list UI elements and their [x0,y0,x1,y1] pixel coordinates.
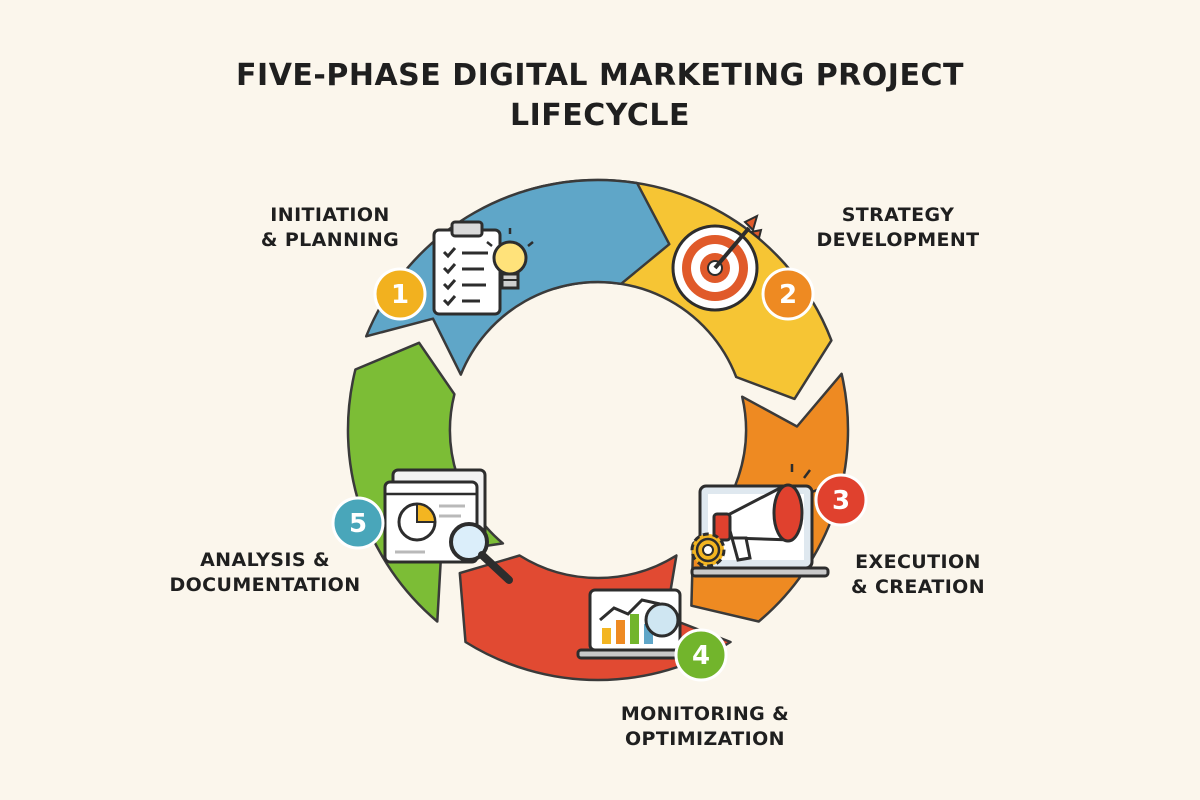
megaphone-laptop-icon [690,464,830,578]
phase-badge-3: 3 [814,473,868,527]
phase-badge-5: 5 [331,496,385,550]
phase-badge-1: 1 [373,267,427,321]
report-magnifier-icon [383,468,513,584]
chart-laptop-icon [576,588,694,660]
diagram-title: FIVE-PHASE DIGITAL MARKETING PROJECT LIF… [0,56,1200,136]
phase-badge-2: 2 [761,267,815,321]
phase-label-2-line-2: DEVELOPMENT [816,229,980,251]
phase-label-monitoring-optimization: MONITORING & OPTIMIZATION [605,702,805,752]
phase-number-4: 4 [692,641,710,671]
phase-label-4-line-1: MONITORING & [620,703,790,725]
phase-label-3-line-1: EXECUTION [855,551,981,573]
title-line-2: LIFECYCLE [509,98,691,133]
gear-icon [690,532,726,568]
phase-label-1-line-1: INITIATION [270,204,390,226]
phase-number-2: 2 [779,280,797,310]
title-line-1: FIVE-PHASE DIGITAL MARKETING PROJECT [236,58,964,93]
phase-label-5-line-2: DOCUMENTATION [169,574,361,596]
phase-number-5: 5 [349,509,367,539]
phase-number-3: 3 [832,486,850,516]
phase-label-5-line-1: ANALYSIS & [200,549,330,571]
phase-label-analysis-documentation: ANALYSIS & DOCUMENTATION [150,548,380,598]
phase-label-4-line-2: OPTIMIZATION [625,728,785,750]
phase-number-1: 1 [391,280,409,310]
phase-badges: 1 2 3 4 5 [331,267,868,682]
phase-label-2-line-1: STRATEGY [841,204,955,226]
phase-label-execution-creation: EXECUTION & CREATION [838,550,998,600]
phase-label-3-line-2: & CREATION [850,576,986,598]
phase-badge-4: 4 [674,628,728,682]
clipboard-lightbulb-icon [432,220,534,316]
target-arrow-icon [671,214,763,312]
phase-label-initiation-planning: INITIATION & PLANNING [250,203,410,253]
phase-label-strategy-development: STRATEGY DEVELOPMENT [808,203,988,253]
phase-label-1-line-2: & PLANNING [260,229,400,251]
